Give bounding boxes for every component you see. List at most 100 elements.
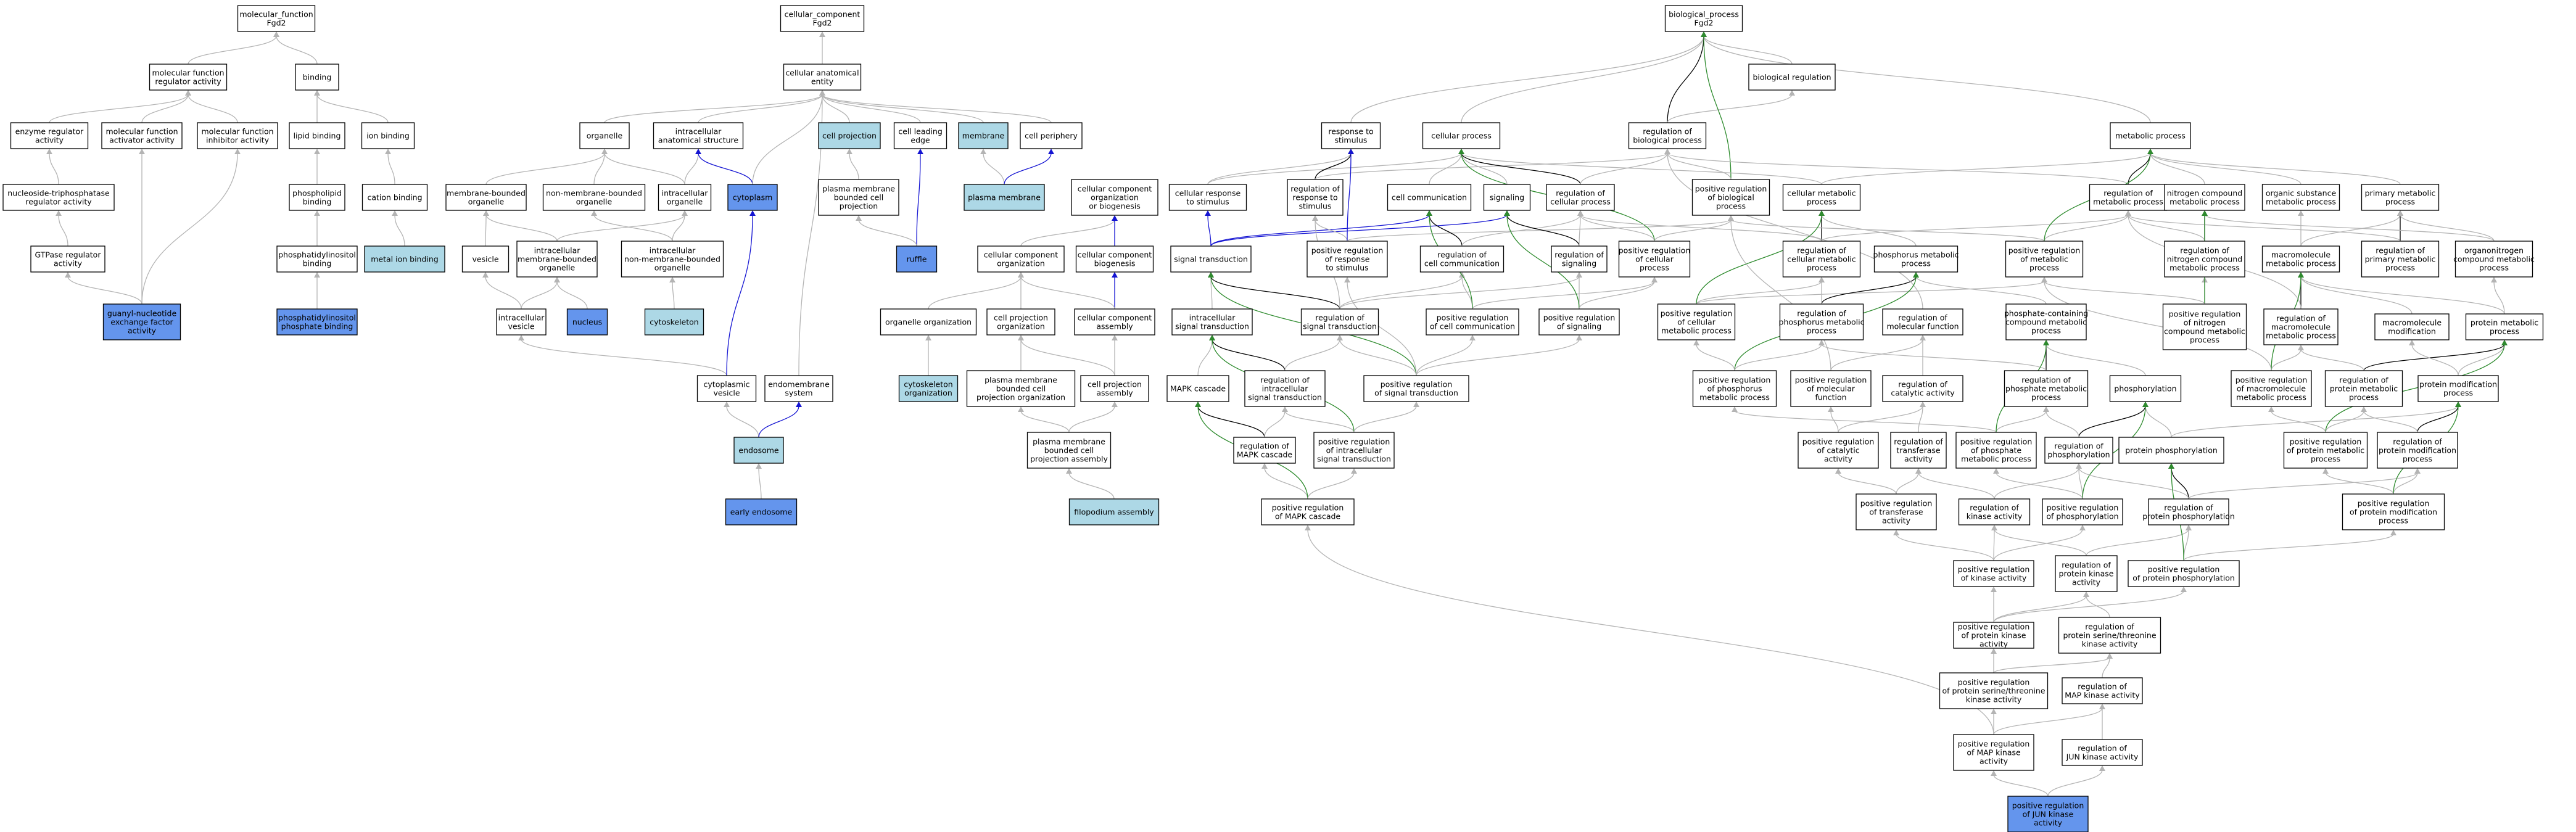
node-mapk[interactable]: MAPK cascade — [1166, 375, 1229, 402]
node-orgorg[interactable]: organelle organization — [880, 308, 977, 336]
node-filo[interactable]: filopodium assembly — [1068, 498, 1160, 525]
node-ruffle[interactable]: ruffle — [896, 245, 938, 273]
node-ionb[interactable]: ion binding — [361, 122, 415, 149]
node-inmbo[interactable]: intracellularnon-membrane-boundedorganel… — [621, 241, 724, 278]
node-pm[interactable]: plasma membrane — [964, 184, 1045, 211]
node-cproj[interactable]: cell projection — [818, 122, 881, 149]
node-cp[interactable]: cellular process — [1422, 122, 1501, 149]
node-memb[interactable]: membrane — [958, 122, 1009, 149]
node-st[interactable]: signal transduction — [1170, 245, 1252, 273]
node-bind[interactable]: binding — [295, 64, 339, 91]
node-org[interactable]: organelle — [579, 122, 630, 149]
node-phos[interactable]: phosphorylation — [2109, 375, 2182, 402]
node-catb[interactable]: cation binding — [361, 184, 428, 211]
node-mp[interactable]: metabolic process — [2110, 122, 2191, 149]
node-eendo[interactable]: early endosome — [725, 498, 798, 525]
node-sig[interactable]: signaling — [1483, 184, 1531, 211]
node-cc2[interactable]: cell communication — [1387, 184, 1472, 211]
